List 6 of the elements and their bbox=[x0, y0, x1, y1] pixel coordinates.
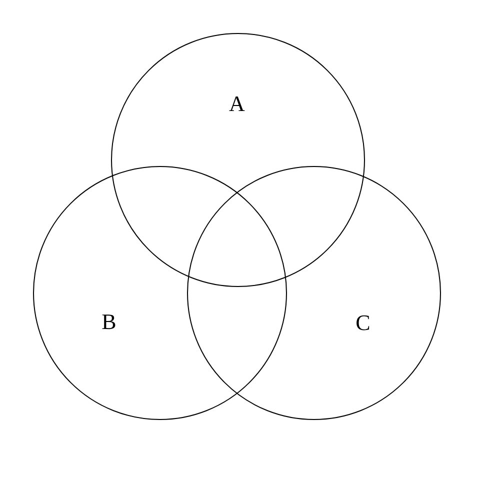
venn-circle bbox=[186, 166, 440, 420]
venn-circle bbox=[110, 33, 364, 287]
set-label: A bbox=[229, 93, 245, 115]
set-label: C bbox=[356, 312, 370, 334]
set-label: B bbox=[102, 311, 116, 333]
venn-circle bbox=[33, 166, 287, 420]
